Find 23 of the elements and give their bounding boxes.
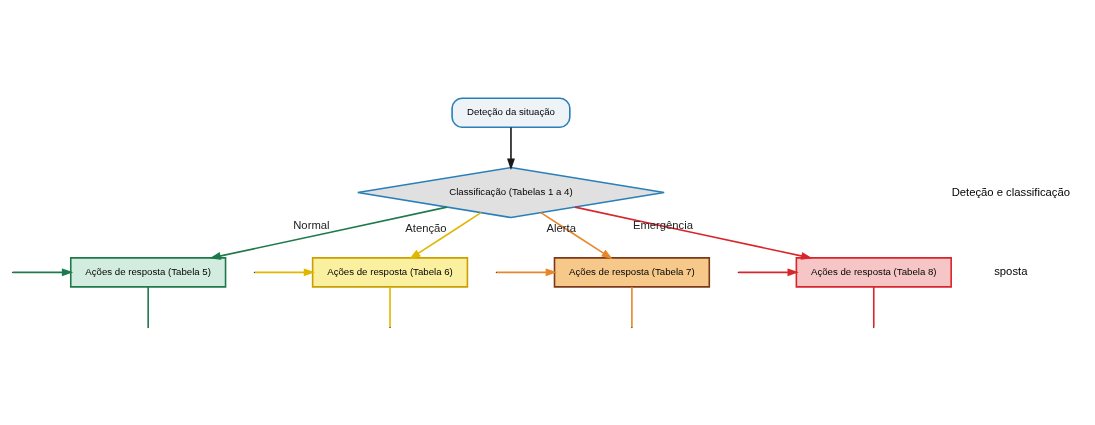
node-box: Ações de resposta (Tabela 8) bbox=[795, 256, 952, 288]
arrow bbox=[737, 267, 799, 276]
connector bbox=[872, 285, 875, 328]
arrow bbox=[12, 267, 74, 276]
node-box: Ações de resposta (Tabela 5) bbox=[69, 256, 227, 288]
edge-label: Atenção bbox=[405, 221, 447, 234]
node-box: Deteção da situação bbox=[451, 96, 571, 128]
node-diamond: Classificação (Tabelas 1 a 4) bbox=[356, 166, 665, 218]
arrow bbox=[409, 211, 482, 259]
edge-label: Normal bbox=[293, 218, 330, 231]
label: Deteção e classificação bbox=[951, 185, 1070, 198]
arrow bbox=[496, 267, 557, 276]
connector bbox=[389, 285, 391, 328]
label: sposta bbox=[994, 264, 1028, 277]
arrow bbox=[574, 205, 813, 260]
node-box: Ações de resposta (Tabela 6) bbox=[311, 256, 469, 288]
connector bbox=[631, 285, 633, 328]
arrow bbox=[209, 205, 448, 260]
arrow bbox=[540, 211, 613, 259]
arrow bbox=[507, 126, 515, 170]
arrow bbox=[254, 267, 316, 276]
connector bbox=[147, 285, 149, 328]
node-box: Ações de resposta (Tabela 7) bbox=[553, 256, 711, 288]
